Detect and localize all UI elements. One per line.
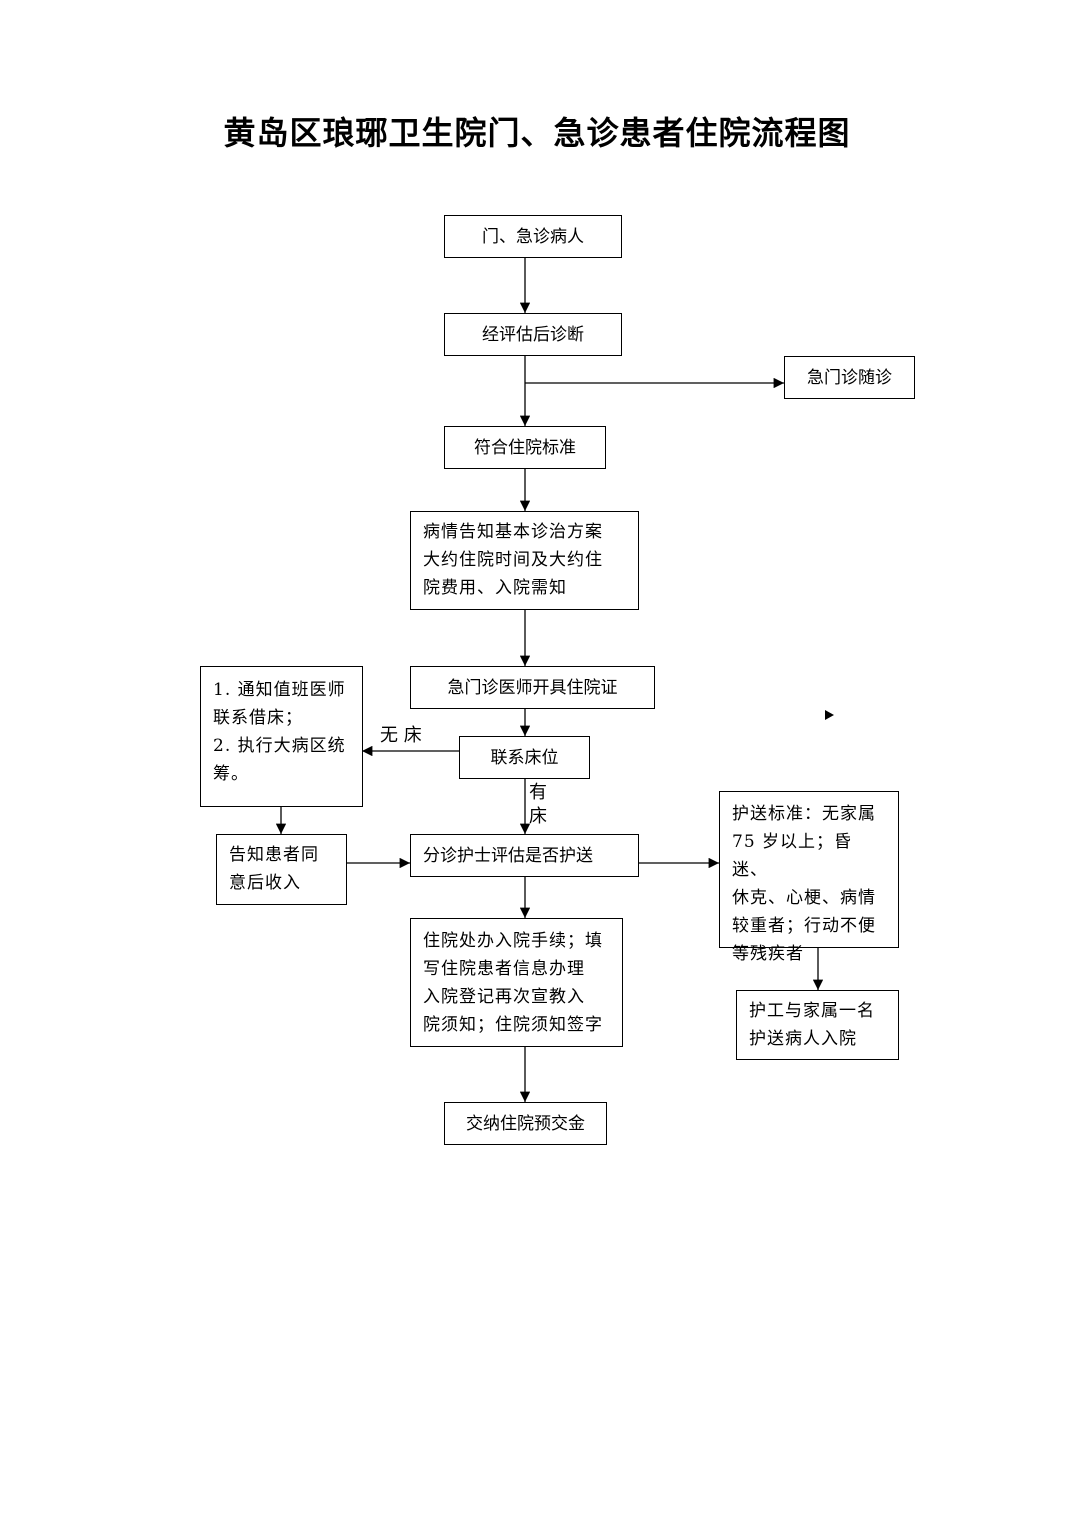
edge-label-has-bed-1: 有 [529,782,547,803]
node-escort-criteria-line-3: 休克、心梗、病情 [732,888,876,908]
node-triage: 分诊护士评估是否护送 [410,834,639,877]
edge-label-has-bed: 有 床 [529,781,551,829]
node-consent: 告知患者同 意后收入 [216,834,347,905]
page-title: 黄岛区琅琊卫生院门、急诊患者住院流程图 [223,114,851,152]
node-consent-line-1: 告知患者同 [229,845,319,865]
node-borrow-bed-line-4: 筹。 [213,764,249,784]
node-borrow-bed: 1. 通知值班医师 联系借床； 2. 执行大病区统 筹。 [200,666,363,807]
stray-arrowhead [825,710,834,720]
node-patient: 门、急诊病人 [444,215,622,258]
node-admission-line-2: 写住院患者信息办理 [423,959,585,979]
node-deposit: 交纳住院预交金 [444,1102,607,1145]
edge-label-has-bed-2: 床 [529,806,547,827]
node-certificate: 急门诊医师开具住院证 [410,666,655,709]
node-admission-line-3: 入院登记再次宣教入 [423,987,585,1007]
node-escort-criteria-line-1: 护送标准：无家属 [732,804,876,824]
node-inform: 病情告知基本诊治方案 大约住院时间及大约住 院费用、入院需知 [410,511,639,610]
edge-label-no-bed: 无 床 [380,725,422,746]
node-escort: 护工与家属一名 护送病人入院 [736,990,899,1060]
node-admission-line-4: 院须知；住院须知签字 [423,1015,603,1035]
node-admission: 住院处办入院手续；填 写住院患者信息办理 入院登记再次宣教入 院须知；住院须知签… [410,918,623,1047]
node-criteria: 符合住院标准 [444,426,606,469]
node-followup: 急门诊随诊 [784,356,915,399]
node-escort-criteria-line-2: 75 岁以上；昏迷、 [732,832,853,880]
node-escort-line-1: 护工与家属一名 [749,1001,875,1021]
node-inform-line-2: 大约住院时间及大约住 [423,550,603,570]
node-borrow-bed-line-1: 1. 通知值班医师 [213,680,346,700]
node-inform-line-1: 病情告知基本诊治方案 [423,522,603,542]
node-diagnosis: 经评估后诊断 [444,313,622,356]
node-escort-criteria-line-4: 较重者；行动不便 [732,916,876,936]
node-escort-criteria: 护送标准：无家属 75 岁以上；昏迷、 休克、心梗、病情 较重者；行动不便 等残… [719,791,899,964]
node-contact-bed: 联系床位 [459,736,590,779]
node-escort-criteria-line-5: 等残疾者 [732,944,804,964]
node-borrow-bed-line-3: 2. 执行大病区统 [213,736,346,756]
node-borrow-bed-line-2: 联系借床； [213,708,303,728]
node-admission-line-1: 住院处办入院手续；填 [423,931,603,951]
node-inform-line-3: 院费用、入院需知 [423,578,567,598]
node-consent-line-2: 意后收入 [229,873,301,893]
node-escort-line-2: 护送病人入院 [749,1029,857,1049]
